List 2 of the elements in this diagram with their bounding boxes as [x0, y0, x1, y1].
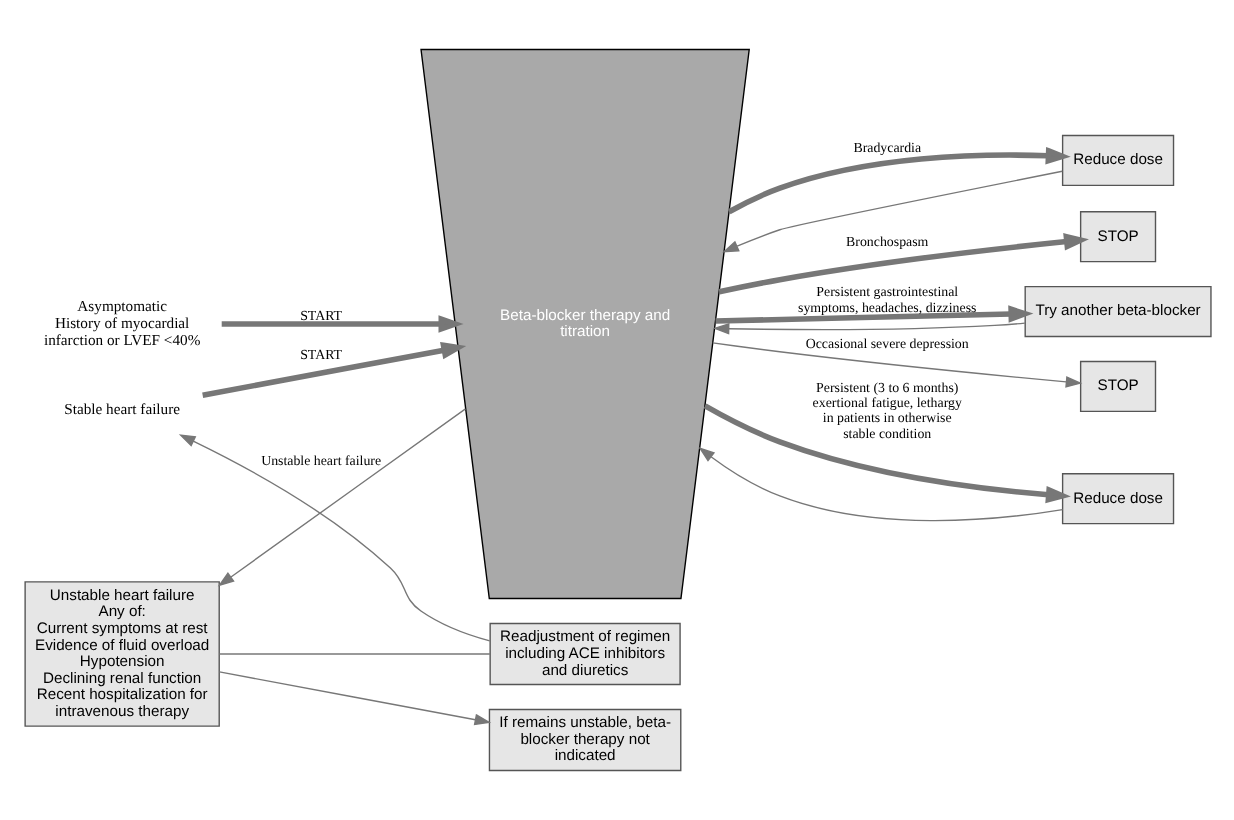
node-text: Asymptomatic History of myocardial infarction or LVEF <40%: [43, 297, 201, 349]
node-text: Stable heart failure: [64, 399, 181, 418]
